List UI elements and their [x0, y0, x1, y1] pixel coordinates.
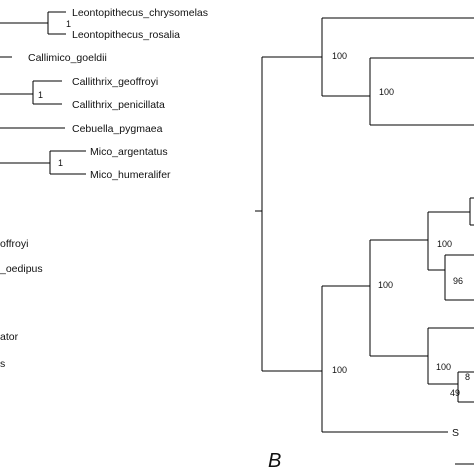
left-support-value: 1 [38, 90, 43, 100]
taxon-label: _oedipus [0, 263, 43, 275]
support-value: 96 [453, 276, 463, 286]
left-tree: 1 Leontopithecus_chrysomelas Leontopithe… [0, 7, 208, 370]
taxon-label: Mico_humeralifer [90, 169, 171, 181]
support-value: 100 [436, 362, 451, 372]
taxon-label: Leontopithecus_rosalia [72, 29, 180, 41]
taxon-label: ator [0, 331, 19, 343]
taxon-label: Callithrix_geoffroyi [72, 76, 158, 88]
taxon-label: Leontopithecus_chrysomelas [72, 7, 208, 19]
left-support-value: 1 [66, 19, 71, 29]
taxon-label: S [452, 427, 459, 439]
taxon-label: Cebuella_pygmaea [72, 123, 163, 135]
support-value: 8 [465, 372, 470, 382]
taxon-label: s [0, 358, 5, 370]
taxon-label: offroyi [0, 238, 28, 250]
support-value: 100 [378, 280, 393, 290]
taxon-label: Callimico_goeldii [28, 52, 107, 64]
support-value: 49 [450, 388, 460, 398]
taxon-label: Callithrix_penicillata [72, 99, 165, 111]
support-value: 100 [332, 51, 347, 61]
taxon-label: Mico_argentatus [90, 146, 168, 158]
support-value: 100 [332, 365, 347, 375]
support-value: 100 [437, 239, 452, 249]
support-value: 100 [379, 87, 394, 97]
right-tree: 100 100 100 100 100 96 100 8 [255, 17, 474, 465]
panel-label: B [268, 450, 281, 472]
left-support-value: 1 [58, 158, 63, 168]
